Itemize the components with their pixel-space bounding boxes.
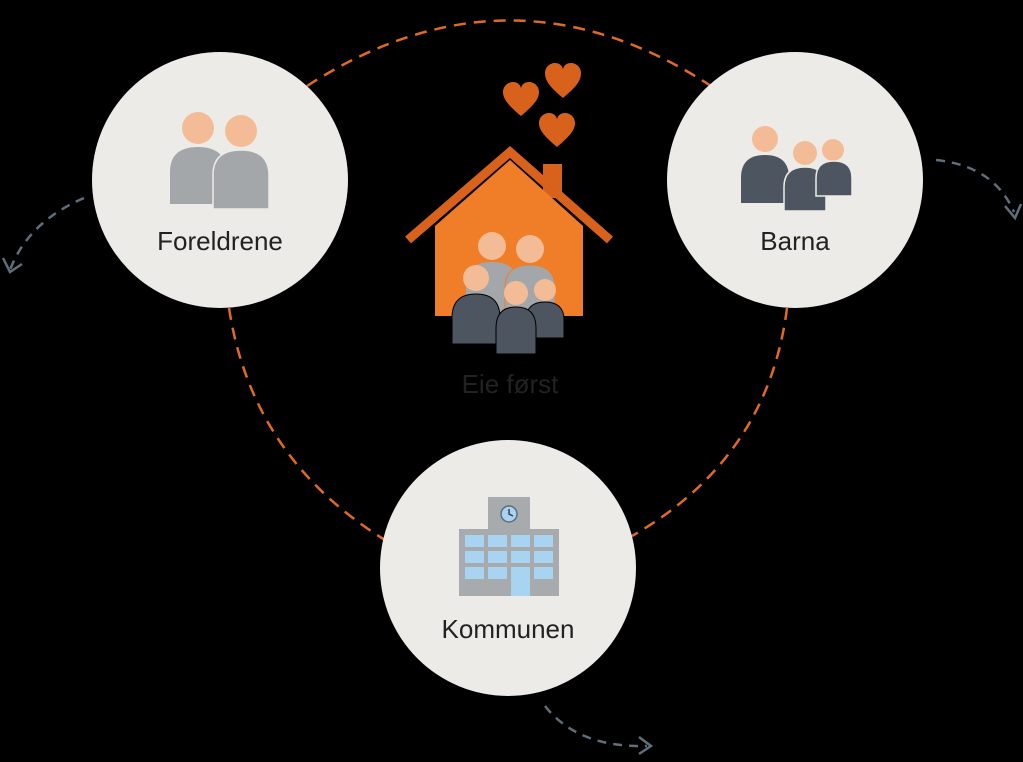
- building-windows: [465, 535, 553, 596]
- family-icon: [451, 232, 565, 355]
- node-municipality-label: Kommunen: [442, 614, 575, 644]
- node-parents-label: Foreldrene: [157, 226, 283, 256]
- outer-arrow-right-head-icon: [1004, 203, 1023, 221]
- node-children: Barna: [667, 52, 923, 308]
- outer-arrows: [1, 158, 1023, 756]
- connector-lines: [227, 19, 789, 542]
- outer-arrow-right: [935, 158, 1016, 213]
- node-parents: Foreldrene: [92, 52, 348, 308]
- house-with-family-and-hearts-icon: Eie først: [405, 63, 613, 399]
- connector-parents-children: [306, 19, 712, 88]
- node-children-label: Barna: [760, 226, 830, 256]
- connector-children-municipality: [631, 307, 789, 538]
- heart-icon-lower-right: [539, 113, 575, 147]
- two-adults-icon: [170, 112, 270, 210]
- three-children-icon: [741, 126, 853, 212]
- outer-arrow-bottom: [544, 705, 648, 748]
- center-label: Eie først: [462, 369, 560, 399]
- house-roof: [405, 146, 613, 244]
- outer-arrow-left-head-icon: [1, 257, 23, 274]
- connector-parents-municipality: [227, 307, 386, 542]
- node-municipality: Kommunen: [380, 440, 636, 696]
- heart-icon-left: [503, 82, 539, 116]
- outer-arrow-left: [8, 196, 85, 271]
- outer-arrow-bottom-head-icon: [638, 736, 654, 756]
- municipal-building-icon: [459, 497, 559, 596]
- heart-icon-top-right: [545, 63, 581, 98]
- heart-icons: [503, 63, 581, 147]
